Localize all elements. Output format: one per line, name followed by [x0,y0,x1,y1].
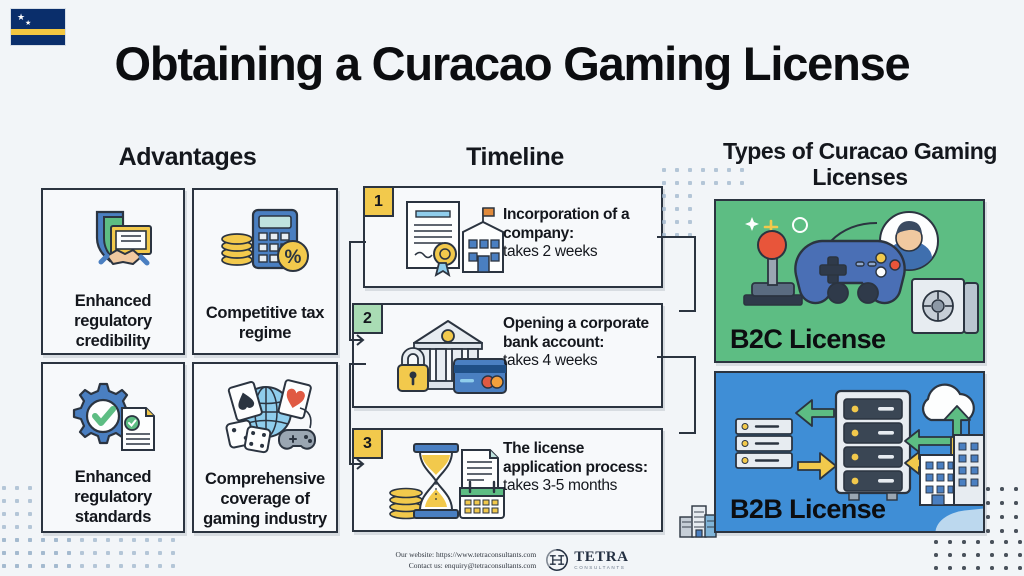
footer-contact: Contact us: enquiry@tetraconsultants.com [408,561,537,570]
advantage-card-2: % Competitive tax regime [192,188,338,355]
timeline-step-2-duration: takes 4 weeks [503,352,598,370]
panel-corner-decoration [933,508,983,531]
license-panel-b2b-label: B2B License [730,494,886,524]
timeline-step-1-text: Incorporation of a company: takes 2 week… [503,206,653,262]
timeline-step-1-badge: 1 [363,186,394,217]
curacao-flag-icon: ★ ★ [10,8,66,46]
footer-website: Our website: https://www.tetraconsultant… [395,549,537,559]
advantage-card-4-label: Comprehensive coverage of gaming industr… [203,470,327,529]
bank-lock-card-icon [388,313,510,402]
advantage-card-2-label: Competitive tax regime [205,304,325,343]
globe-cards-dice-gamepad-icon [210,378,320,461]
timeline-step-3-duration: takes 3-5 months [503,477,618,495]
timeline-step-3-title: The license application process: [503,440,648,476]
flag-stripe [11,29,65,35]
footer: Our website: https://www.tetraconsultant… [0,548,1024,572]
svg-text:%: % [285,247,302,268]
license-panel-b2c-label: B2C License [730,324,886,354]
advantages-heading: Advantages [118,143,257,171]
advantage-card-4: Comprehensive coverage of gaming industr… [192,362,338,533]
timeline-step-2: 2 O [352,303,663,408]
advantage-card-3: Enhanced regulatory standards [41,362,185,533]
advantage-card-1: Enhanced regulatory credibility [41,188,185,355]
timeline-step-1-title: Incorporation of a company: [503,206,630,242]
flag-star-large: ★ [17,12,26,22]
advantage-card-1-label: Enhanced regulatory credibility [74,292,152,351]
timeline-step-3: 3 [352,428,663,532]
timeline-step-2-text: Opening a corporate bank account: takes … [503,315,653,371]
certificate-building-icon [393,198,511,283]
hourglass-coins-calendar-icon [388,438,510,527]
timeline-step-1-duration: takes 2 weeks [503,243,598,261]
timeline-connector-arrow-3 [349,363,366,470]
timeline-connector-2-3 [657,356,696,434]
server-cloud-buildings-arrows-icon [735,383,983,506]
footer-contact-lines: Our website: https://www.tetraconsultant… [396,549,537,572]
license-panel-b2b: B2B License [714,371,985,533]
timeline-connector-1-2 [657,236,696,312]
timeline-step-3-text: The license application process: takes 3… [503,440,653,496]
timeline-heading: Timeline [466,143,564,171]
timeline-step-2-title: Opening a corporate bank account: [503,315,649,351]
tetra-monogram-icon [546,549,569,571]
flag-star-small: ★ [25,20,32,27]
tetra-brand: TETRA [574,548,629,565]
timeline-step-3-badge: 3 [352,428,383,459]
shield-handshake-icon [67,204,159,285]
timeline-connector-arrow-2 [349,241,366,346]
office-building-icon [679,505,717,538]
timeline-step-2-badge: 2 [352,303,383,334]
tetra-brand-sub: CONSULTANTS [574,564,626,570]
calculator-coins-percent-icon: % [217,204,313,285]
license-panel-b2c: B2C License [714,199,985,363]
timeline-step-1: 1 [363,186,663,288]
gear-check-document-icon [64,378,162,461]
gamepad-joystick-player-safe-icon [743,211,979,334]
tetra-wordmark: TETRA CONSULTANTS [574,548,629,571]
page-title: Obtaining a Curacao Gaming License [114,37,911,90]
advantage-card-3-label: Enhanced regulatory standards [74,468,152,527]
license-types-heading: Types of Curacao Gaming Licenses [722,138,998,191]
tetra-logo: TETRA CONSULTANTS [545,548,628,572]
